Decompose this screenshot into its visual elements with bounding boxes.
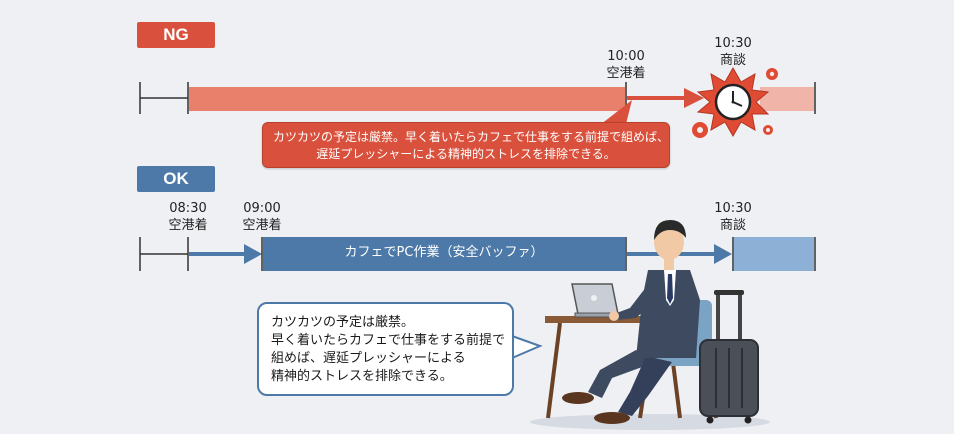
ok-arrival1-time: 08:30 [169, 201, 207, 216]
ok-arrival1-label: 08:30 空港着 [158, 200, 218, 234]
ok-timeline [139, 237, 816, 360]
ok-bubble-line-4: 精神的ストレスを排除できる。 [271, 369, 453, 384]
ok-bubble-line-3: 組めば、遅延プレッシャーによる [271, 351, 466, 366]
ng-arrival-label: 10:00 空港着 [596, 48, 656, 82]
ng-timeline [139, 66, 816, 138]
ng-tail-bar [760, 87, 814, 111]
ok-bubble-line-1: カツカツの予定は厳禁。 [271, 315, 415, 330]
ok-meeting-text: 商談 [719, 218, 746, 233]
ng-arrival-time: 10:00 [607, 49, 645, 64]
ng-arrival-text: 空港着 [606, 66, 646, 81]
ok-arrow1-head [244, 244, 262, 264]
businessman-illustration [530, 220, 770, 430]
ok-meeting-label: 10:30 商談 [703, 200, 763, 234]
man-head [654, 220, 686, 270]
alarm-clock-icon [714, 83, 752, 121]
ok-arrow2-head [714, 244, 732, 264]
ng-meeting-time: 10:30 [714, 36, 752, 51]
ok-speech-bubble: カツカツの予定は厳禁。 早く着いたらカフェで仕事をする前提で 組めば、遅延プレッ… [257, 302, 514, 396]
ng-meeting-text: 商談 [719, 53, 746, 68]
ng-tight-bar [189, 87, 625, 111]
ng-callout: カツカツの予定は厳禁。早く着いたらカフェで仕事をする前提で組めば、 遅延プレッシ… [262, 122, 670, 168]
ok-arrival2-time: 09:00 [243, 201, 281, 216]
ok-bubble-pointer [511, 334, 543, 360]
ok-arrival1-text: 空港着 [168, 218, 208, 233]
ok-arrival2-label: 09:00 空港着 [232, 200, 292, 234]
ng-badge: NG [137, 22, 215, 48]
ng-callout-pointer [600, 100, 632, 128]
ng-arrow-head [684, 88, 704, 108]
ok-meeting-bar [734, 237, 814, 271]
ok-cafe-bar [263, 237, 625, 271]
ok-arrival2-text: 空港着 [242, 218, 282, 233]
ng-callout-line-1: カツカツの予定は厳禁。早く着いたらカフェで仕事をする前提で組めば、 [273, 130, 670, 144]
man-legs [562, 350, 672, 424]
ng-callout-line-2: 遅延プレッシャーによる精神的ストレスを排除できる。 [316, 147, 616, 161]
ok-bubble-line-2: 早く着いたらカフェで仕事をする前提で [271, 333, 506, 348]
ok-badge: OK [137, 166, 215, 192]
ng-meeting-label: 10:30 商談 [703, 35, 763, 69]
suitcase-icon [699, 290, 759, 424]
gear-icon [692, 68, 778, 138]
man-torso [609, 270, 700, 358]
ok-cafe-bar-label: カフェでPC作業（安全バッファ） [344, 245, 544, 260]
ok-meeting-time: 10:30 [714, 201, 752, 216]
